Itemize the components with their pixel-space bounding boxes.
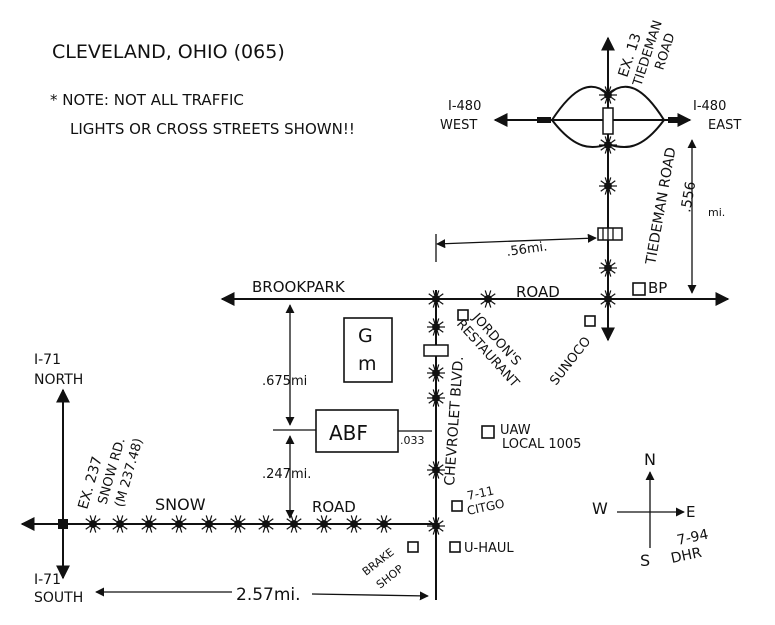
traffic-light-icon	[375, 515, 393, 533]
traffic-light-icon	[427, 389, 445, 407]
traffic-light-icon	[427, 290, 445, 308]
bp-label: BP	[648, 279, 667, 297]
i480-west-direction: WEST	[440, 118, 477, 133]
compass-west: W	[592, 499, 608, 518]
brake-shop-marker	[407, 541, 419, 553]
compass-east: E	[686, 503, 695, 521]
traffic-light-icon	[427, 364, 445, 382]
traffic-light-icon	[84, 515, 102, 533]
distance-556-value: .556	[678, 180, 699, 214]
sunoco-label: SUNOCO	[547, 334, 594, 388]
i480-west-shield	[537, 117, 551, 123]
i480-west-number: I-480	[448, 99, 481, 114]
traffic-light-icon	[111, 515, 129, 533]
gm-plant-letter-m: m	[358, 353, 377, 375]
signature-initials: DHR	[670, 545, 704, 567]
brookpark-label: BROOKPARK	[252, 278, 346, 296]
note-line-2: LIGHTS OR CROSS STREETS SHOWN!!	[70, 120, 355, 138]
traffic-lights	[84, 86, 617, 535]
exit-237-label: EX. 237 SNOW RD. (M 237.48)	[75, 436, 146, 511]
compass-north: N	[644, 450, 656, 469]
snow-label: SNOW	[155, 495, 206, 514]
compass-rose: N S E W	[592, 450, 695, 570]
distance-247-value: .247mi.	[262, 467, 311, 482]
distance-257-value: 2.57mi.	[236, 585, 301, 605]
traffic-light-icon	[599, 86, 617, 104]
distance-556-unit: mi.	[708, 206, 725, 219]
compass-south: S	[640, 551, 650, 570]
traffic-light-icon	[599, 290, 617, 308]
i480-east-shield	[668, 117, 682, 123]
jordons-marker	[457, 309, 469, 321]
traffic-light-icon	[427, 461, 445, 479]
traffic-light-icon	[599, 259, 617, 277]
uaw-label: UAW	[500, 423, 531, 438]
traffic-light-icon	[427, 517, 445, 535]
chevrolet-bridge	[423, 344, 449, 357]
traffic-light-icon	[599, 177, 617, 195]
traffic-light-icon	[200, 515, 218, 533]
abf-label: ABF	[329, 421, 368, 445]
tiedeman-bridge	[597, 227, 623, 241]
traffic-light-icon	[345, 515, 363, 533]
traffic-light-icon	[479, 290, 497, 308]
traffic-light-icon	[285, 515, 303, 533]
seven11-marker	[451, 500, 463, 512]
distance-033-value: .033	[400, 434, 425, 447]
traffic-light-icon	[427, 318, 445, 336]
map-title: CLEVELAND, OHIO (065)	[52, 41, 285, 63]
note-line-1: * NOTE: NOT ALL TRAFFIC	[50, 91, 244, 109]
distance-257-arrow-right	[311, 591, 429, 601]
overpass-bridge	[602, 107, 614, 135]
i480-east-number: I-480	[693, 99, 726, 114]
sunoco-marker	[584, 315, 596, 327]
exit-13-label: EX. 13 TIEDEMAN ROAD	[616, 19, 679, 89]
seven11-label: 7-11	[466, 484, 496, 503]
bp-marker	[632, 282, 646, 296]
uaw-marker	[481, 425, 495, 439]
traffic-light-icon	[229, 515, 247, 533]
i71-north-number: I-71	[34, 352, 61, 368]
distance-675-value: .675mi	[262, 374, 307, 389]
snow-road-label: ROAD	[312, 498, 356, 516]
i71-south-number: I-71	[34, 572, 61, 588]
uhaul-marker	[449, 541, 461, 553]
uhaul-label: U-HAUL	[464, 541, 514, 556]
abf-box	[315, 409, 399, 453]
traffic-light-icon	[257, 515, 275, 533]
brookpark-road-label: ROAD	[516, 283, 560, 301]
distance-56-value: .56mi.	[505, 239, 548, 260]
i71-north-direction: NORTH	[34, 372, 83, 388]
i71-south-direction: SOUTH	[34, 590, 83, 606]
i71-interchange-marker	[58, 519, 68, 529]
i480-east-direction: EAST	[708, 118, 741, 133]
gm-plant-box	[343, 317, 393, 383]
signature-date: 7-94	[676, 527, 710, 549]
distance-56-arrow	[436, 233, 597, 249]
traffic-light-icon	[170, 515, 188, 533]
uaw-local-label: LOCAL 1005	[502, 437, 581, 452]
tiedeman-road-label: TIEDEMAN ROAD	[643, 146, 680, 267]
traffic-light-icon	[599, 136, 617, 154]
traffic-light-icon	[140, 515, 158, 533]
gm-plant-letter-g: G	[358, 325, 373, 347]
chevrolet-blvd-label: CHEVROLET BLVD.	[442, 356, 467, 487]
traffic-light-icon	[315, 515, 333, 533]
